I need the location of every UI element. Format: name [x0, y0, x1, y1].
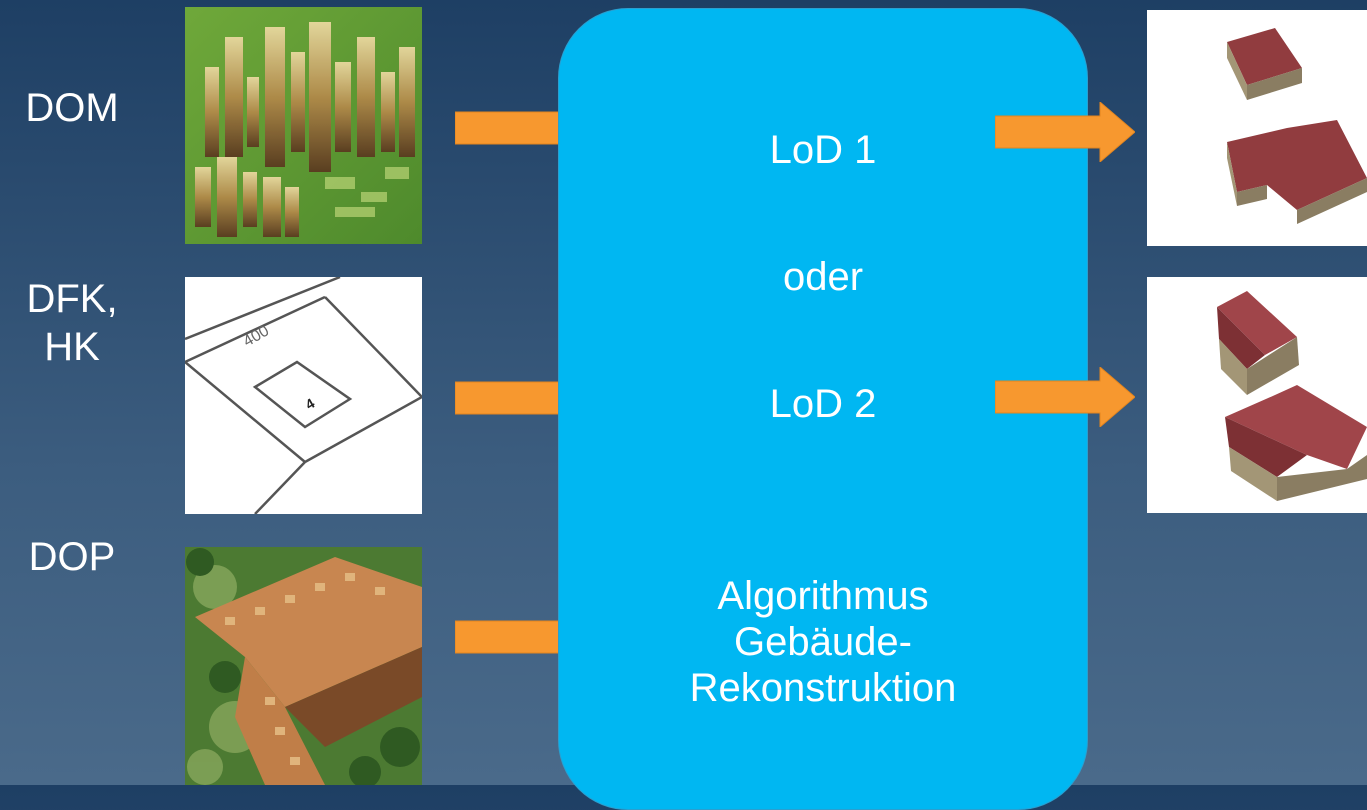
input-label-dom: DOM: [0, 84, 147, 132]
lod1-label: LoD 1: [769, 128, 877, 172]
label-line: DOM: [25, 86, 119, 130]
algorithm-line: Gebäude-: [734, 620, 912, 664]
lod2-label: LoD 2: [769, 382, 877, 426]
svg-text:4: 4: [303, 395, 318, 413]
parcel-number: 400: [241, 322, 273, 350]
input-label-dfk-hk: DFK, HK: [0, 275, 147, 371]
label-line: DOP: [28, 535, 116, 579]
lod2-building-model-image: [1147, 277, 1367, 513]
dom-surface-model-image: [185, 7, 422, 244]
arrow-to-lod2-output: [995, 367, 1135, 427]
algorithm-line: Rekonstruktion: [689, 666, 957, 710]
cadastral-map-image: 400 4: [185, 277, 422, 514]
oder-label: oder: [782, 255, 864, 299]
label-line: HK: [44, 325, 100, 369]
input-label-dop: DOP: [0, 533, 147, 581]
algorithm-line: Algorithmus: [717, 574, 929, 618]
orthophoto-image: [185, 547, 422, 785]
lod1-building-model-image: [1147, 10, 1367, 246]
arrow-to-lod1-output: [995, 102, 1135, 162]
label-line: DFK,: [26, 277, 118, 321]
algorithm-title: Algorithmus Gebäude- Rekonstruktion: [559, 573, 1087, 711]
